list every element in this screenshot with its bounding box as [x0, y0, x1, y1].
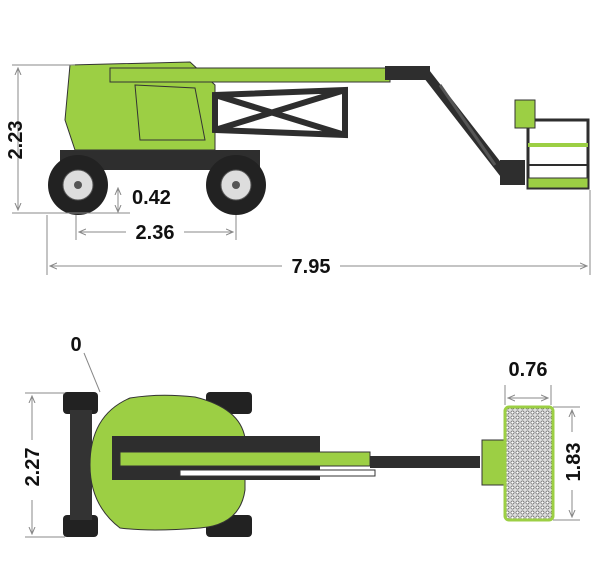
width-dimension: 2.27: [22, 392, 65, 538]
turning-radius-callout: 0: [70, 334, 101, 393]
chassis: [60, 150, 260, 170]
platform-length-dimension: 1.83: [553, 406, 585, 521]
platform-width-dimension: 0.76: [504, 359, 552, 405]
rotator-top: [481, 439, 505, 486]
wheelbase-label: 2.36: [136, 222, 175, 244]
tire-rear-right: [63, 515, 98, 537]
axle-frame: [70, 410, 92, 520]
main-boom: [109, 67, 391, 83]
rear-wheel: [48, 155, 108, 215]
boom-top: [119, 451, 371, 467]
jib-top: [370, 456, 480, 468]
overall-length-label: 7.95: [292, 256, 331, 278]
overall-length-dimension: 7.95: [46, 190, 591, 278]
side-platform: [514, 99, 590, 190]
platform-top: [503, 405, 555, 522]
scissor-linkage: [212, 86, 348, 139]
ground-clearance-dimension: 0.42: [60, 187, 171, 214]
width-label: 2.27: [22, 448, 44, 487]
platform-length-label: 1.83: [563, 443, 585, 482]
top-view-machine: [63, 392, 555, 537]
wheelbase-dimension: 2.36: [75, 215, 237, 244]
turntable-body: [64, 61, 216, 151]
ground-clearance-label: 0.42: [132, 187, 171, 209]
jib-cylinder: [438, 84, 497, 166]
side-view-machine: [48, 61, 590, 215]
body-window: [134, 84, 206, 141]
tire-rear-left: [63, 392, 98, 414]
height-label: 2.23: [5, 121, 27, 160]
platform-rotator: [500, 160, 525, 185]
front-wheel: [206, 155, 266, 215]
platform-width-label: 0.76: [509, 359, 548, 381]
boom-tip: [385, 66, 430, 80]
hydraulic-rod: [179, 469, 376, 477]
turning-radius-label: 0: [70, 334, 81, 356]
control-box: [514, 99, 536, 129]
